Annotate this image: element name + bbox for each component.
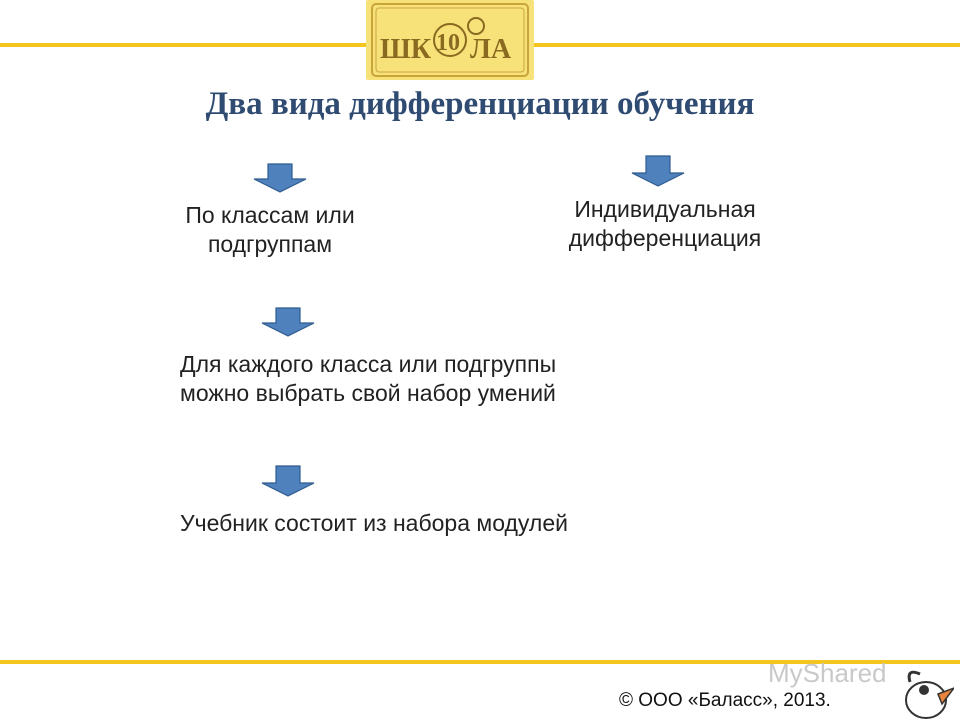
left-branch-label: По классам или подгруппам — [150, 201, 390, 259]
down-arrow-icon — [261, 307, 315, 337]
down-arrow-icon — [253, 163, 307, 193]
bottom-rule — [0, 660, 960, 664]
logo-text-right: ЛА — [470, 34, 512, 65]
copyright-footer: © ООО «Баласс», 2013. — [619, 690, 831, 711]
left-branch-line1: По классам или — [185, 202, 355, 228]
logo-text-num: 10 — [436, 30, 460, 56]
watermark-text: MyShared — [768, 658, 887, 688]
step-line: можно выбрать свой набор умений — [180, 380, 556, 406]
step-line: Для каждого класса или подгруппы — [180, 351, 557, 377]
step-line: Учебник состоит из набора модулей — [180, 510, 568, 536]
right-branch-line2: дифференциация — [568, 225, 762, 251]
bird-mascot-icon — [905, 670, 954, 719]
right-branch-label: Индивидуальная дифференциация — [540, 195, 790, 253]
right-branch-line1: Индивидуальная — [574, 196, 756, 222]
school-logo: ШК 10 ЛА — [366, 0, 534, 80]
left-branch-line2: подгруппам — [207, 231, 333, 257]
slide-title: Два вида дифференциации обучения — [205, 86, 755, 122]
step-item: Для каждого класса или подгруппы можно в… — [180, 350, 660, 408]
down-arrow-icon — [261, 465, 315, 497]
down-arrow-icon — [631, 155, 685, 187]
logo-text-left: ШК — [380, 34, 432, 65]
step-item: Учебник состоит из набора модулей — [180, 509, 660, 538]
